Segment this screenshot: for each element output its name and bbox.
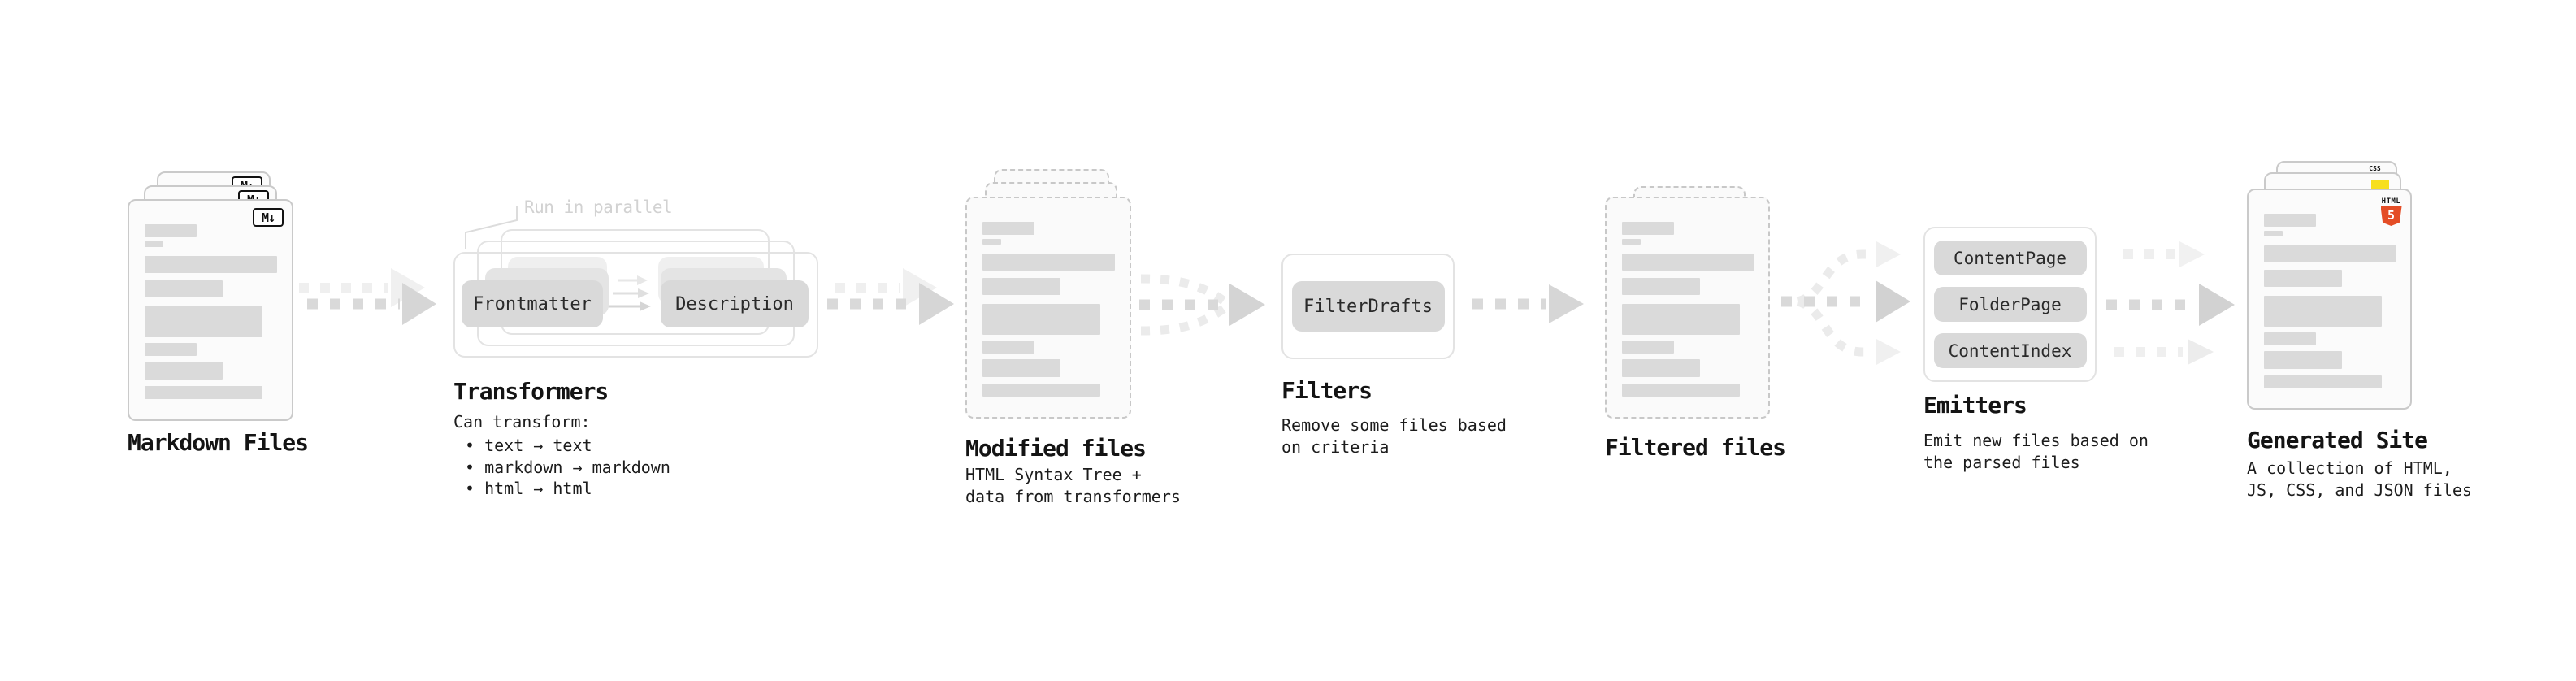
transformer-layer-front xyxy=(453,252,818,358)
desc-line: data from transformers xyxy=(965,486,1181,506)
js-badge-icon xyxy=(2371,180,2389,189)
arrow-modified-to-filters-icon xyxy=(1139,274,1265,336)
desc-line: HTML Syntax Tree + xyxy=(965,465,1142,484)
markdown-files-label: Markdown Files xyxy=(128,429,309,456)
description-pill: Description xyxy=(661,280,809,327)
transformers-bullet-list: • text → text • markdown → markdown • ht… xyxy=(465,435,670,500)
transformers-label: Transformers xyxy=(453,378,609,405)
emitters-desc: Emit new files based on the parsed files xyxy=(1923,430,2149,473)
annotation-leader-line xyxy=(465,206,518,249)
html-file-card-front: HTML 5 xyxy=(2247,189,2412,410)
folderpage-pill: FolderPage xyxy=(1933,287,2087,322)
filters-label: Filters xyxy=(1281,377,1373,404)
desc-line: the parsed files xyxy=(1923,452,2080,472)
arrow-markdown-to-transformers-icon xyxy=(299,268,436,325)
generated-site-desc: A collection of HTML, JS, CSS, and JSON … xyxy=(2247,458,2472,501)
arrow-transformers-to-modified-icon xyxy=(827,268,954,325)
emitters-box: ContentPage FolderPage ContentIndex xyxy=(1923,227,2097,382)
filters-box: FilterDrafts xyxy=(1281,254,1455,359)
html5-logo-shield: 5 xyxy=(2380,206,2402,226)
contentpage-pill: ContentPage xyxy=(1933,241,2087,275)
filterdrafts-pill: FilterDrafts xyxy=(1291,281,1445,332)
arrow-emitters-to-generated-icon xyxy=(2106,241,2235,365)
document-placeholder-lines xyxy=(982,198,1126,414)
bullet-item: • markdown → markdown xyxy=(465,457,670,477)
document-placeholder-lines xyxy=(1622,198,1765,414)
contentindex-pill: ContentIndex xyxy=(1933,333,2087,368)
filtered-file-card-front xyxy=(1605,197,1770,419)
markdown-file-card-front: M↓ xyxy=(128,199,293,421)
bullet-item: • text → text xyxy=(465,436,592,455)
arrow-filters-to-filtered-icon xyxy=(1472,284,1584,323)
emitters-label: Emitters xyxy=(1923,392,2027,419)
pill-flow-arrows-icon xyxy=(608,275,651,311)
modified-file-card-front xyxy=(965,197,1131,419)
generated-site-label: Generated Site xyxy=(2247,427,2428,453)
arrow-filtered-to-emitters-icon xyxy=(1781,241,1910,365)
run-in-parallel-annotation: Run in parallel xyxy=(524,197,673,217)
frontmatter-pill: Frontmatter xyxy=(462,280,603,327)
html5-logo-word: HTML xyxy=(2381,197,2401,206)
markdown-file-icon: M↓ xyxy=(253,208,284,227)
html5-logo-icon: HTML 5 xyxy=(2380,197,2402,226)
desc-line: Remove some files based xyxy=(1281,415,1507,435)
desc-line: Emit new files based on xyxy=(1923,431,2149,450)
desc-line: A collection of HTML, xyxy=(2247,458,2452,478)
desc-line: JS, CSS, and JSON files xyxy=(2247,479,2472,500)
bullet-item: • html → html xyxy=(465,479,592,498)
modified-files-desc: HTML Syntax Tree + data from transformer… xyxy=(965,464,1181,507)
modified-files-label: Modified files xyxy=(965,435,1147,462)
document-placeholder-lines xyxy=(2264,190,2407,405)
filters-desc: Remove some files based on criteria xyxy=(1281,414,1507,458)
transformers-desc-title: Can transform: xyxy=(453,412,591,432)
filtered-files-label: Filtered files xyxy=(1605,434,1786,461)
desc-line: on criteria xyxy=(1281,436,1390,457)
document-placeholder-lines xyxy=(145,201,288,416)
